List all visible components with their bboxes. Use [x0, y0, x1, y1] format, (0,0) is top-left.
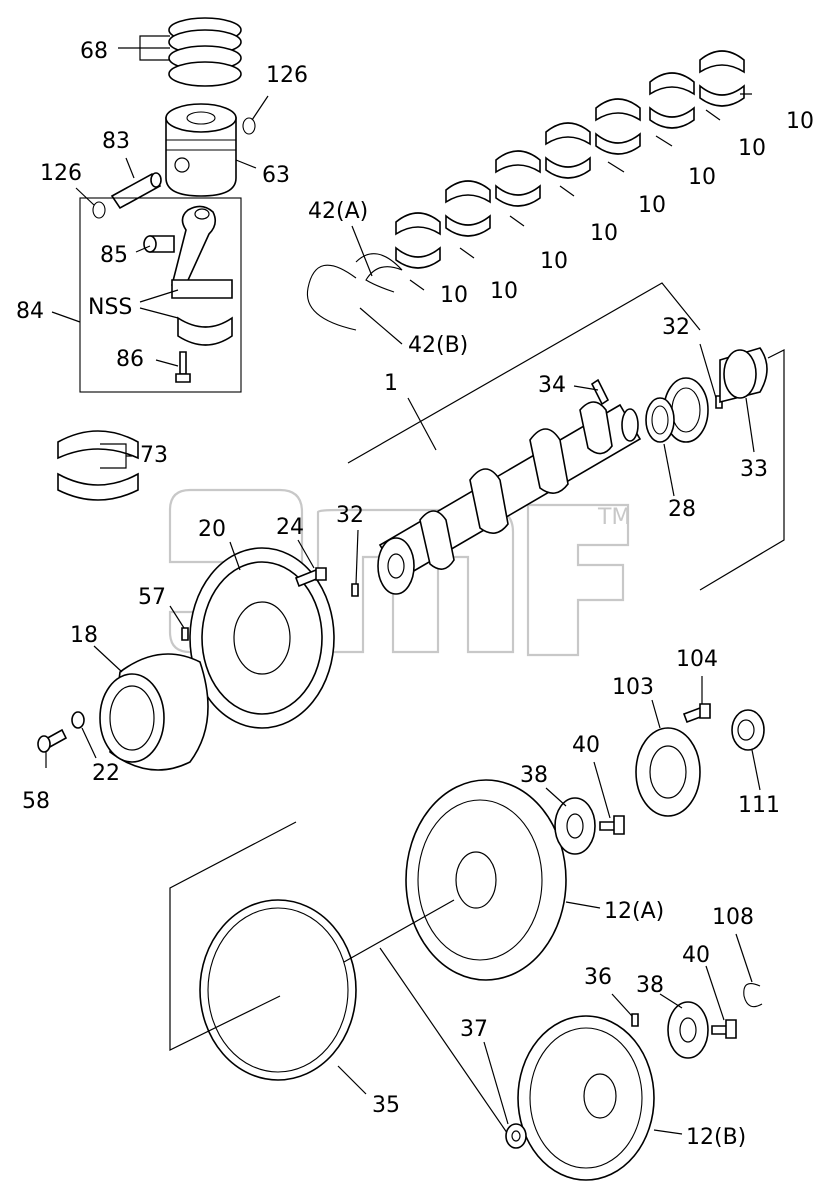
label-83: 83: [102, 129, 130, 154]
label-42a: 42(A): [308, 199, 368, 224]
leader-lines: [45, 35, 761, 1135]
label-33: 33: [740, 457, 768, 482]
label-36: 36: [584, 965, 612, 990]
piston: [165, 103, 237, 197]
label-22: 22: [92, 761, 120, 786]
label-10-3: 10: [688, 165, 716, 190]
label-12b: 12(B): [686, 1125, 746, 1150]
main-bearings-10: [395, 50, 745, 269]
plate-38b: [667, 1001, 709, 1059]
label-35: 35: [372, 1093, 400, 1118]
label-40-a: 40: [572, 733, 600, 758]
label-84: 84: [16, 299, 44, 324]
oil-seal-33: [719, 347, 768, 404]
plate-38a: [554, 797, 596, 855]
label-103: 103: [612, 675, 654, 700]
label-38-a: 38: [520, 763, 548, 788]
crank-bracket-upper: [347, 282, 701, 464]
connecting-rod-box: [79, 197, 242, 393]
label-12a: 12(A): [604, 899, 664, 924]
flywheel-bracket-lower: [379, 947, 513, 1141]
connecting-rod: [171, 205, 233, 346]
piston-rings: [168, 17, 242, 87]
flexplate-12b: [517, 1015, 655, 1181]
thrust-bearing-73: [57, 430, 139, 501]
label-57: 57: [138, 585, 166, 610]
watermark-tm: TM: [597, 505, 630, 530]
pilot-bearing-37: [505, 1123, 527, 1149]
bolt-58: [37, 728, 68, 753]
bolt-40b: [711, 1019, 737, 1039]
thrust-washer-42a: [355, 253, 403, 293]
ring-gear-35: [199, 899, 357, 1081]
rod-bolt: [175, 351, 191, 383]
label-38-b: 38: [636, 973, 664, 998]
label-18: 18: [70, 623, 98, 648]
label-1: 1: [384, 371, 398, 396]
label-28: 28: [668, 497, 696, 522]
label-10-5: 10: [590, 221, 618, 246]
label-85: 85: [100, 243, 128, 268]
label-10-6: 10: [540, 249, 568, 274]
label-20: 20: [198, 517, 226, 542]
label-86: 86: [116, 347, 144, 372]
label-42b: 42(B): [408, 333, 468, 358]
snap-ring-upper: [242, 117, 256, 135]
thrust-washer-42b: [306, 264, 357, 331]
washer-22: [71, 711, 85, 729]
label-10-8: 10: [440, 283, 468, 308]
bushing: [143, 235, 175, 253]
label-10-4: 10: [638, 193, 666, 218]
label-63: 63: [262, 163, 290, 188]
gear-ring-28: [645, 397, 675, 443]
damper-pulley: [189, 547, 335, 729]
flywheel-bracket-left: [169, 821, 297, 1051]
key-57: [181, 627, 189, 641]
label-10-2: 10: [738, 136, 766, 161]
pin-34: [590, 378, 610, 406]
label-68: 68: [80, 39, 108, 64]
label-10-1: 10: [786, 109, 814, 134]
label-nss: NSS: [88, 295, 132, 320]
label-32-a: 32: [662, 315, 690, 340]
oil-seal-111: [731, 709, 765, 751]
label-37: 37: [460, 1017, 488, 1042]
bolt-104: [682, 703, 711, 724]
flywheel-bracket-link: [343, 899, 455, 963]
label-58: 58: [22, 789, 50, 814]
bolt-24: [294, 567, 327, 588]
label-104: 104: [676, 647, 718, 672]
label-111: 111: [738, 793, 780, 818]
seal-housing-103: [635, 727, 701, 817]
label-73: 73: [140, 443, 168, 468]
label-126-a: 126: [266, 63, 308, 88]
crank-bracket-right: [699, 349, 785, 591]
piston-pin: [110, 172, 162, 210]
crank-pulley: [99, 653, 209, 771]
snap-ring-lower: [92, 201, 106, 219]
label-10-7: 10: [490, 279, 518, 304]
label-40-b: 40: [682, 943, 710, 968]
part-labels: 68 126 83 63 126 85 84 NSS 86 73 42(A) 4…: [16, 39, 814, 1150]
bolt-40a: [599, 815, 625, 835]
flywheel-12a: [405, 779, 567, 981]
label-126-b: 126: [40, 161, 82, 186]
pin-32-lower: [351, 583, 359, 597]
pin-36: [631, 1013, 639, 1027]
label-24: 24: [276, 515, 304, 540]
label-108: 108: [712, 905, 754, 930]
label-32-b: 32: [336, 503, 364, 528]
snap-ring-108: [743, 983, 763, 1008]
label-34: 34: [538, 373, 566, 398]
crankshaft: [377, 401, 642, 595]
